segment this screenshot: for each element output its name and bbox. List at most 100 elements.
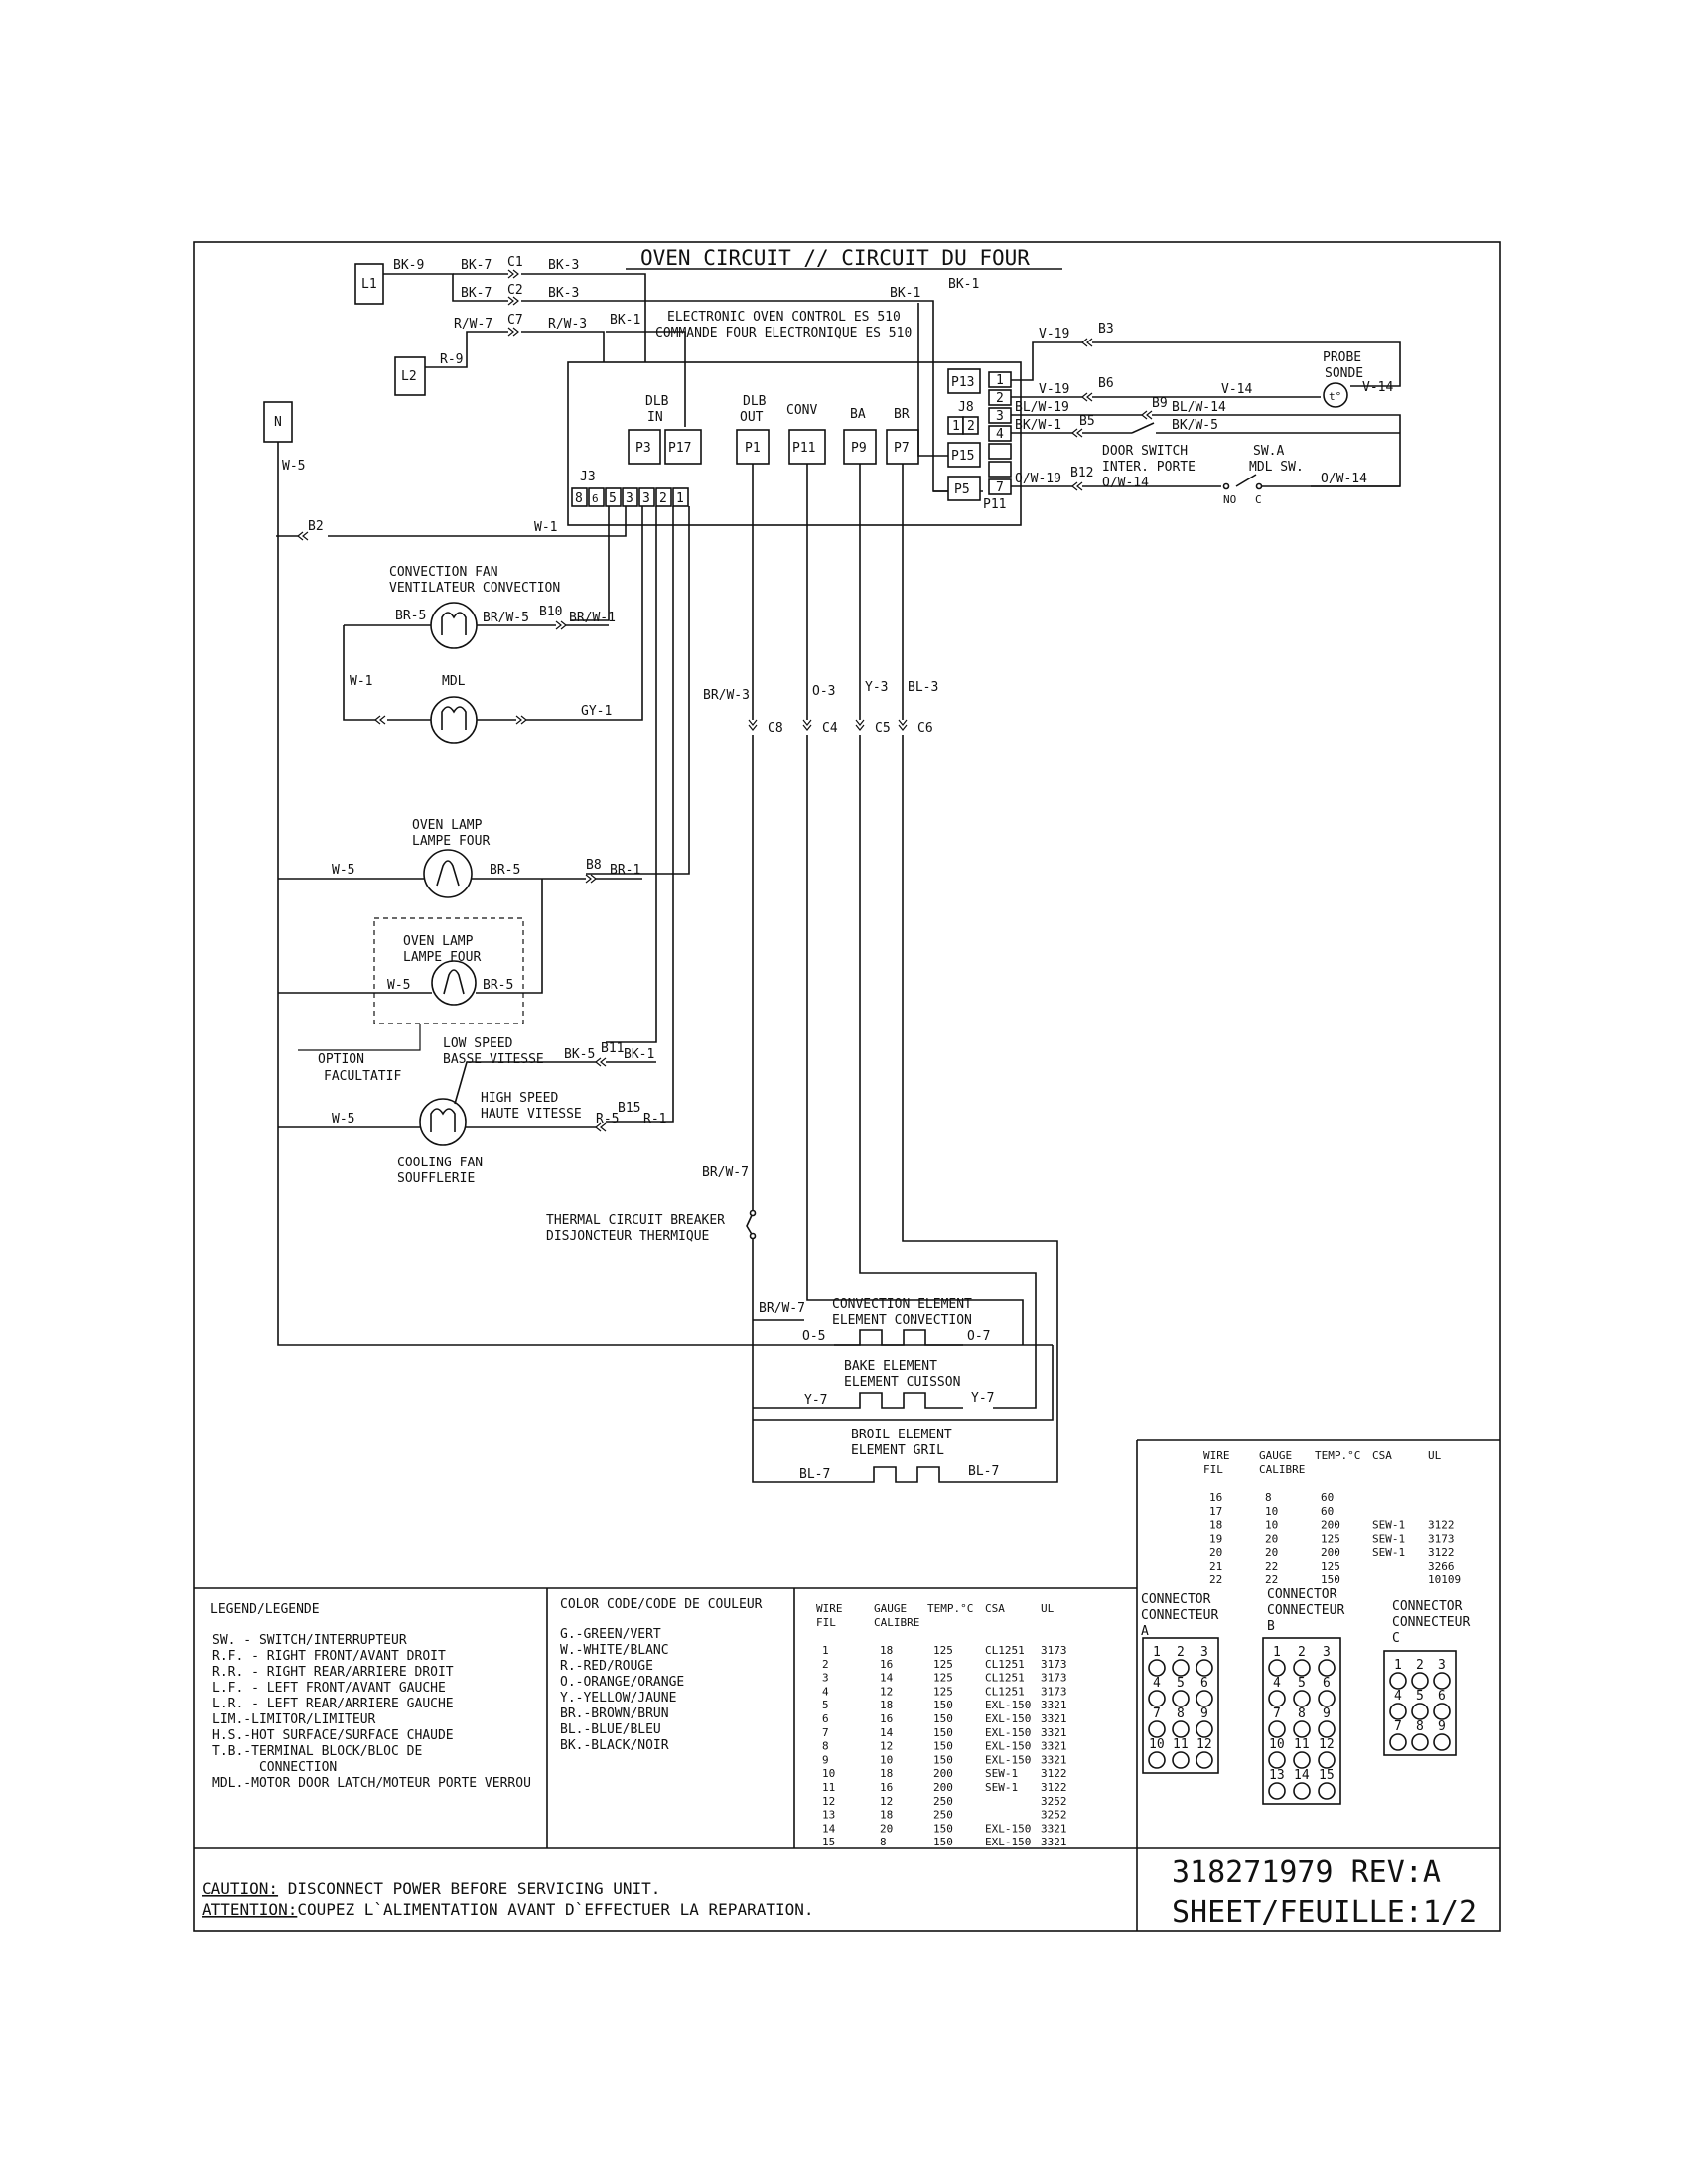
conn-c8: C8 bbox=[768, 721, 783, 736]
table-cell: 3122 bbox=[1041, 1781, 1067, 1794]
p13-pin-3-label: 3 bbox=[996, 409, 1004, 424]
wire-gy1: GY-1 bbox=[581, 704, 612, 719]
table-cell: 3321 bbox=[1041, 1726, 1067, 1739]
conn-b10: B10 bbox=[539, 605, 562, 619]
sheet-number: SHEET/FEUILLE:1/2 bbox=[1172, 1895, 1477, 1930]
dlb-in-label-1: DLB bbox=[645, 394, 669, 409]
connector-pin bbox=[1268, 1751, 1286, 1769]
table-cell: SEW-1 bbox=[1372, 1532, 1405, 1545]
table-cell: 12 bbox=[880, 1685, 893, 1698]
table-cell: 10109 bbox=[1428, 1573, 1461, 1586]
table-cell: 19 bbox=[1209, 1532, 1222, 1545]
table-cell: 16 bbox=[880, 1781, 893, 1794]
conn-c2: C2 bbox=[507, 283, 523, 298]
p13-pin-4-label: 4 bbox=[996, 427, 1004, 442]
terminal-n-label: N bbox=[274, 415, 282, 430]
table-cell: 3321 bbox=[1041, 1836, 1067, 1848]
wire-bk7-a: BK-7 bbox=[461, 258, 492, 273]
connector-pin-label: 7 bbox=[1153, 1706, 1161, 1721]
table-cell: CL1251 bbox=[985, 1658, 1025, 1671]
connector-body bbox=[1142, 1637, 1219, 1774]
color-code-item: O.-ORANGE/ORANGE bbox=[560, 1675, 684, 1690]
connector-pin bbox=[1318, 1720, 1336, 1738]
j8-pin-1-label: 1 bbox=[952, 419, 960, 434]
color-code-item: Y.-YELLOW/JAUNE bbox=[560, 1691, 676, 1706]
connector-pin-label: 12 bbox=[1319, 1737, 1335, 1752]
table-cell: 3173 bbox=[1041, 1672, 1067, 1685]
p13-pin-5 bbox=[988, 443, 1012, 460]
tcb-label-fr: DISJONCTEUR THERMIQUE bbox=[546, 1229, 709, 1244]
wire-bk1-a: BK-1 bbox=[890, 286, 920, 301]
ventilateur-convection-label: VENTILATEUR CONVECTION bbox=[389, 581, 560, 596]
table-cell: 12 bbox=[880, 1740, 893, 1753]
conn-c7: C7 bbox=[507, 313, 523, 328]
wire-r5: R-5 bbox=[596, 1112, 619, 1127]
j3-pin-5-label: 5 bbox=[609, 491, 617, 506]
wire-bk5: BK-5 bbox=[564, 1047, 595, 1062]
plug-p11-label: P11 bbox=[792, 441, 815, 456]
terminal-l2-label: L2 bbox=[401, 369, 417, 384]
wire-bkw5: BK/W-5 bbox=[1172, 418, 1218, 433]
legend-item: CONNECTION bbox=[212, 1760, 337, 1775]
wire-bk1-c: BK-1 bbox=[610, 313, 640, 328]
table-header: UL bbox=[1041, 1602, 1055, 1615]
connector-pin-label: 3 bbox=[1200, 1645, 1208, 1660]
plug-p7 bbox=[886, 429, 919, 465]
table-cell: 22 bbox=[1209, 1573, 1222, 1586]
connector-pin-label: 9 bbox=[1200, 1706, 1208, 1721]
table-cell: 18 bbox=[880, 1644, 893, 1657]
table-cell: 18 bbox=[880, 1809, 893, 1822]
probe-symbol: t° bbox=[1329, 390, 1341, 403]
probe-sensor bbox=[1323, 382, 1348, 408]
table-cell: EXL-150 bbox=[985, 1726, 1031, 1739]
table-cell: 10 bbox=[1265, 1519, 1278, 1532]
connector-pin bbox=[1293, 1690, 1311, 1707]
wire-w5-d: W-5 bbox=[332, 1112, 354, 1127]
connector-pin bbox=[1318, 1782, 1336, 1800]
table-cell: 3122 bbox=[1041, 1767, 1067, 1780]
wire-rw7: R/W-7 bbox=[454, 317, 492, 332]
table-cell: CL1251 bbox=[985, 1644, 1025, 1657]
table-header: FIL bbox=[1203, 1463, 1223, 1476]
table-cell: EXL-150 bbox=[985, 1753, 1031, 1766]
table-cell: 125 bbox=[1321, 1532, 1340, 1545]
connector-pin-label: 1 bbox=[1273, 1645, 1281, 1660]
broil-element bbox=[864, 1466, 963, 1483]
connector-pin-label: 12 bbox=[1196, 1737, 1212, 1752]
wire-w5-a: W-5 bbox=[282, 459, 305, 474]
option-lamp-boundary bbox=[373, 917, 524, 1024]
table-cell: 60 bbox=[1321, 1491, 1334, 1504]
plug-p3-label: P3 bbox=[635, 441, 651, 456]
table-cell: 250 bbox=[933, 1795, 953, 1808]
element-gril-label: ELEMENT GRIL bbox=[851, 1443, 944, 1458]
table-cell: 3321 bbox=[1041, 1822, 1067, 1835]
attention-label: ATTENTION: bbox=[202, 1900, 297, 1919]
j8-label: J8 bbox=[958, 400, 974, 415]
wire-bk3-a: BK-3 bbox=[548, 258, 579, 273]
conn-b2: B2 bbox=[308, 519, 324, 534]
table-cell: 14 bbox=[822, 1822, 836, 1835]
swa-no-label: NO bbox=[1223, 493, 1236, 506]
plug-p15-label: P15 bbox=[951, 449, 974, 464]
plug-p13 bbox=[947, 368, 981, 394]
connector-pin bbox=[1389, 1703, 1407, 1720]
swa-contact-no bbox=[1222, 482, 1230, 490]
table-cell: 10 bbox=[1265, 1505, 1278, 1518]
wire-v14-b: V-14 bbox=[1362, 380, 1393, 395]
connector-pin-label: 3 bbox=[1323, 1645, 1331, 1660]
table-header: GAUGE bbox=[874, 1602, 907, 1615]
convection-element bbox=[834, 1329, 963, 1346]
conn-b5: B5 bbox=[1079, 414, 1095, 429]
lampe-four-1-label: LAMPE FOUR bbox=[412, 834, 490, 849]
p13-pin-1-label: 1 bbox=[996, 373, 1004, 388]
wire-r1: R-1 bbox=[643, 1112, 666, 1127]
table-cell: 10 bbox=[822, 1767, 835, 1780]
legend-item: T.B.-TERMINAL BLOCK/BLOC DE bbox=[212, 1744, 422, 1759]
connector-pin-label: 11 bbox=[1173, 1737, 1189, 1752]
table-cell: 20 bbox=[1209, 1546, 1222, 1559]
table-cell: 3173 bbox=[1041, 1644, 1067, 1657]
tcb-label: THERMAL CIRCUIT BREAKER bbox=[546, 1213, 725, 1228]
plug-p17 bbox=[664, 429, 702, 465]
connector-pin-label: 8 bbox=[1177, 1706, 1185, 1721]
